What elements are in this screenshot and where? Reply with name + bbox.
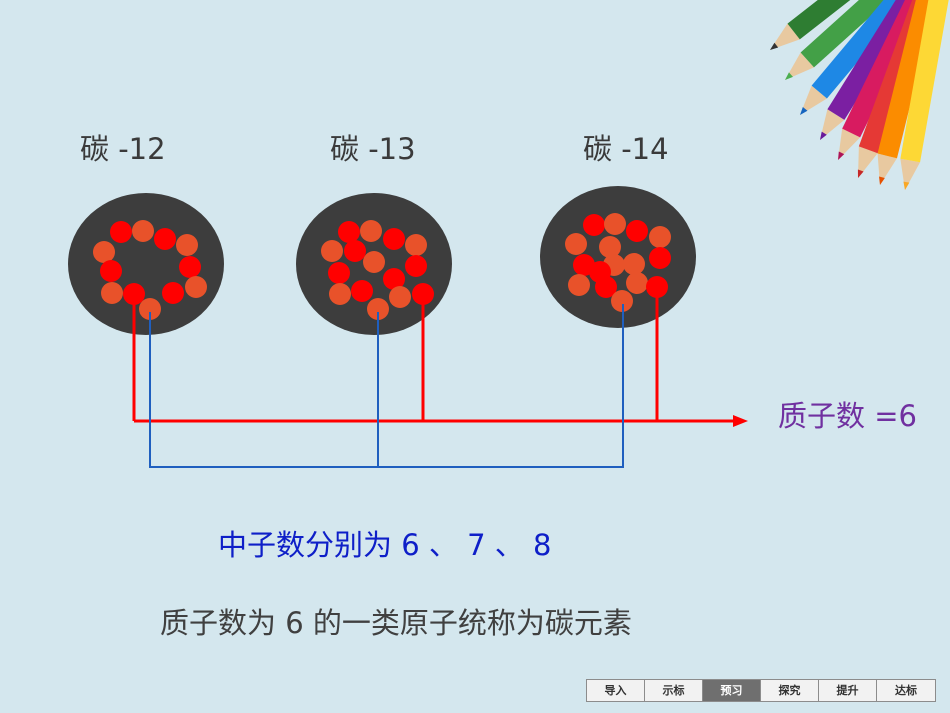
proton-particle bbox=[383, 228, 405, 250]
proton-particle bbox=[351, 280, 373, 302]
neutron-count-label: 中子数分别为 6 、 7 、 8 bbox=[218, 528, 552, 562]
pencils-image bbox=[770, 0, 950, 190]
neutron-particle bbox=[93, 241, 115, 263]
neutron-particle bbox=[139, 298, 161, 320]
neutron-particle bbox=[101, 282, 123, 304]
neutron-particle bbox=[611, 290, 633, 312]
nav-item-import[interactable]: 导入 bbox=[587, 680, 645, 701]
proton-particle bbox=[646, 276, 668, 298]
neutron-particle bbox=[568, 274, 590, 296]
proton-particle bbox=[383, 268, 405, 290]
proton-connector-lines bbox=[132, 290, 736, 423]
neutron-particle bbox=[367, 298, 389, 320]
nucleus-carbon-12 bbox=[68, 193, 224, 335]
proton-particle bbox=[344, 240, 366, 262]
neutron-particle bbox=[649, 226, 671, 248]
isotope-label-carbon-12: 碳 -12 bbox=[80, 132, 166, 166]
nav-item-objectives[interactable]: 示标 bbox=[645, 680, 703, 701]
neutron-particle bbox=[360, 220, 382, 242]
nav-item-preview[interactable]: 预习 bbox=[703, 680, 761, 701]
proton-arrow-head bbox=[733, 415, 748, 427]
proton-particle bbox=[328, 262, 350, 284]
neutron-particle bbox=[604, 213, 626, 235]
proton-particle bbox=[583, 214, 605, 236]
proton-particle bbox=[110, 221, 132, 243]
proton-count-label: 质子数 =6 bbox=[778, 399, 917, 433]
nav-bar: 导入 示标 预习 探究 提升 达标 bbox=[586, 679, 936, 702]
proton-particle bbox=[154, 228, 176, 250]
proton-particle bbox=[589, 261, 611, 283]
neutron-particle bbox=[329, 283, 351, 305]
conclusion-text: 质子数为 6 的一类原子统称为碳元素 bbox=[160, 606, 632, 640]
neutron-particle bbox=[599, 236, 621, 258]
neutron-connector-lines bbox=[149, 304, 624, 468]
neutron-particle bbox=[132, 220, 154, 242]
proton-particle bbox=[412, 283, 434, 305]
neutron-particle bbox=[405, 234, 427, 256]
proton-particle bbox=[338, 221, 360, 243]
neutron-particle bbox=[626, 272, 648, 294]
neutron-particle bbox=[565, 233, 587, 255]
neutron-particle bbox=[623, 253, 645, 275]
nucleus-carbon-13 bbox=[296, 193, 452, 335]
nav-item-assess[interactable]: 达标 bbox=[895, 684, 917, 697]
isotope-label-carbon-13: 碳 -13 bbox=[330, 132, 416, 166]
proton-particle bbox=[626, 220, 648, 242]
proton-particle bbox=[179, 256, 201, 278]
proton-particle bbox=[649, 247, 671, 269]
nucleus-carbon-14 bbox=[540, 186, 696, 328]
neutron-particle bbox=[185, 276, 207, 298]
neutron-particle bbox=[176, 234, 198, 256]
nav-item-improve[interactable]: 提升 bbox=[819, 680, 877, 701]
isotope-label-carbon-14: 碳 -14 bbox=[583, 132, 669, 166]
proton-particle bbox=[405, 255, 427, 277]
proton-particle bbox=[100, 260, 122, 282]
neutron-particle bbox=[321, 240, 343, 262]
neutron-particle bbox=[389, 286, 411, 308]
neutron-particle bbox=[363, 251, 385, 273]
nav-item-explore[interactable]: 探究 bbox=[761, 680, 819, 701]
proton-particle bbox=[162, 282, 184, 304]
proton-particle bbox=[123, 283, 145, 305]
